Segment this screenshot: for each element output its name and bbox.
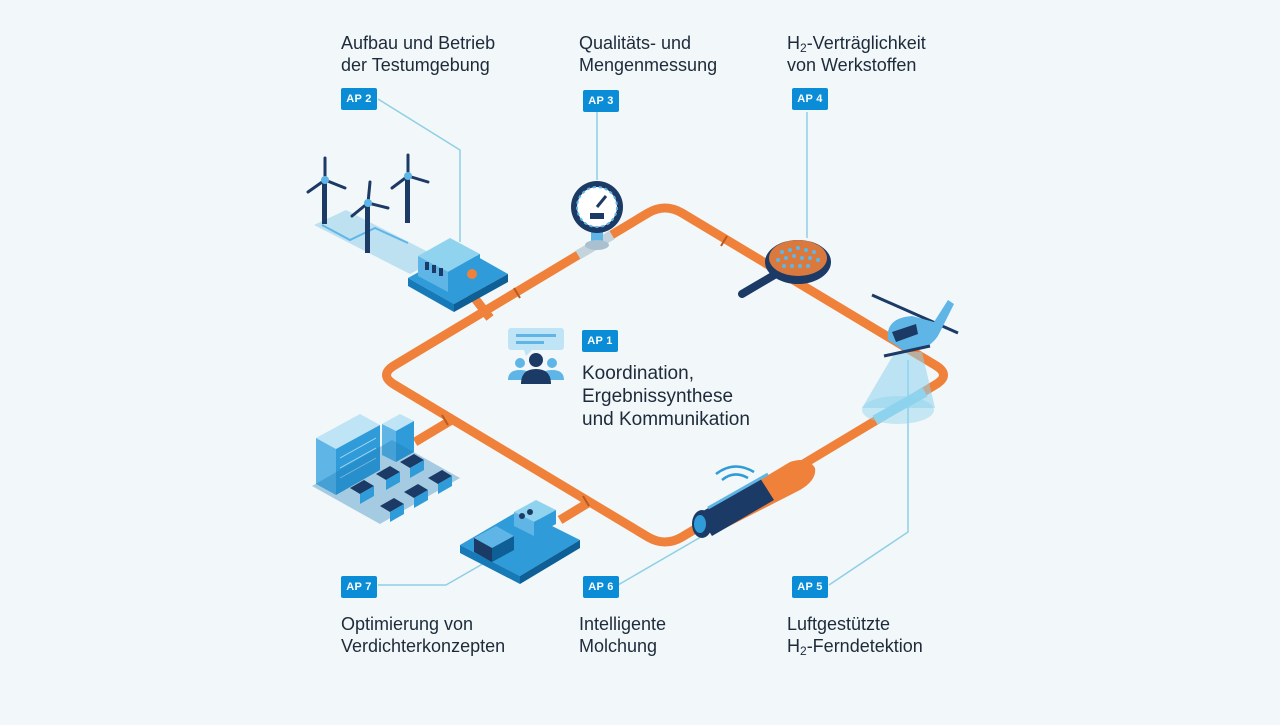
pipeline-loop bbox=[382, 203, 948, 547]
caption-ap4-line2: von Werkstoffen bbox=[787, 55, 917, 75]
caption-ap1: Koordination, Ergebnissynthese und Kommu… bbox=[582, 362, 750, 431]
caption-ap3-line1: Qualitäts- und bbox=[579, 33, 692, 53]
badge-ap4: AP 4 bbox=[792, 88, 828, 110]
caption-ap2-line2: der Testumgebung bbox=[341, 55, 490, 75]
caption-ap3-line2: Mengenmessung bbox=[579, 55, 718, 75]
leader-line-ap7 bbox=[378, 561, 487, 586]
leader-line-ap6 bbox=[617, 533, 707, 586]
caption-ap6: Intelligente Molchung bbox=[579, 613, 666, 657]
ap4-h: H bbox=[787, 33, 800, 53]
badge-ap5: AP 5 bbox=[792, 576, 828, 598]
badge-ap6: AP 6 bbox=[583, 576, 619, 598]
pipe-joints bbox=[441, 235, 728, 507]
caption-ap1-line3: und Kommunikation bbox=[582, 409, 750, 430]
wind-turbine-icon bbox=[306, 153, 440, 274]
badge-ap2: AP 2 bbox=[341, 88, 377, 110]
magnifier-icon bbox=[738, 240, 831, 298]
badge-ap3: AP 3 bbox=[583, 90, 619, 112]
ap4-rest: -Verträglichkeit bbox=[806, 33, 926, 53]
caption-ap5: Luftgestützte H2-Ferndetektion bbox=[787, 613, 923, 657]
caption-ap7-line2: Verdichterkonzepten bbox=[341, 636, 506, 656]
team-chat-icon bbox=[508, 328, 564, 384]
ap5-h: H bbox=[787, 636, 800, 656]
leader-lines bbox=[377, 98, 909, 586]
caption-ap7: Optimierung von Verdichterkonzepten bbox=[341, 613, 505, 657]
caption-ap7-line1: Optimierung von bbox=[341, 614, 474, 634]
caption-ap2-line1: Aufbau und Betrieb bbox=[341, 33, 496, 53]
caption-ap6-line1: Intelligente bbox=[579, 614, 667, 634]
ap5-sub: 2 bbox=[800, 644, 807, 658]
ap5-rest: -Ferndetektion bbox=[806, 636, 923, 656]
caption-ap2: Aufbau und Betrieb der Testumgebung bbox=[341, 32, 495, 76]
caption-ap3: Qualitäts- und Mengenmessung bbox=[579, 32, 717, 76]
caption-ap5-line1: Luftgestützte bbox=[787, 614, 891, 634]
leader-line-ap2 bbox=[377, 98, 461, 242]
caption-ap1-line1: Koordination, bbox=[582, 363, 694, 384]
compressor-station-icon bbox=[460, 500, 580, 584]
helicopter-icon bbox=[862, 293, 959, 424]
caption-ap4: H2-Verträglichkeit von Werkstoffen bbox=[787, 32, 926, 76]
caption-ap4-line1: H2-Verträglichkeit bbox=[787, 32, 926, 54]
buildings-icon bbox=[312, 414, 460, 524]
badge-ap7: AP 7 bbox=[341, 576, 377, 598]
caption-ap5-line2: H2-Ferndetektion bbox=[787, 635, 923, 657]
leader-line-ap5 bbox=[828, 360, 909, 586]
container-station-icon bbox=[408, 238, 508, 312]
badge-ap1: AP 1 bbox=[582, 330, 618, 352]
pressure-gauge-icon bbox=[571, 181, 623, 250]
caption-ap1-line2: Ergebnissynthese bbox=[582, 386, 734, 407]
pipeline-pig-icon bbox=[692, 460, 816, 538]
ap4-sub: 2 bbox=[800, 41, 807, 55]
caption-ap6-line2: Molchung bbox=[579, 636, 658, 656]
